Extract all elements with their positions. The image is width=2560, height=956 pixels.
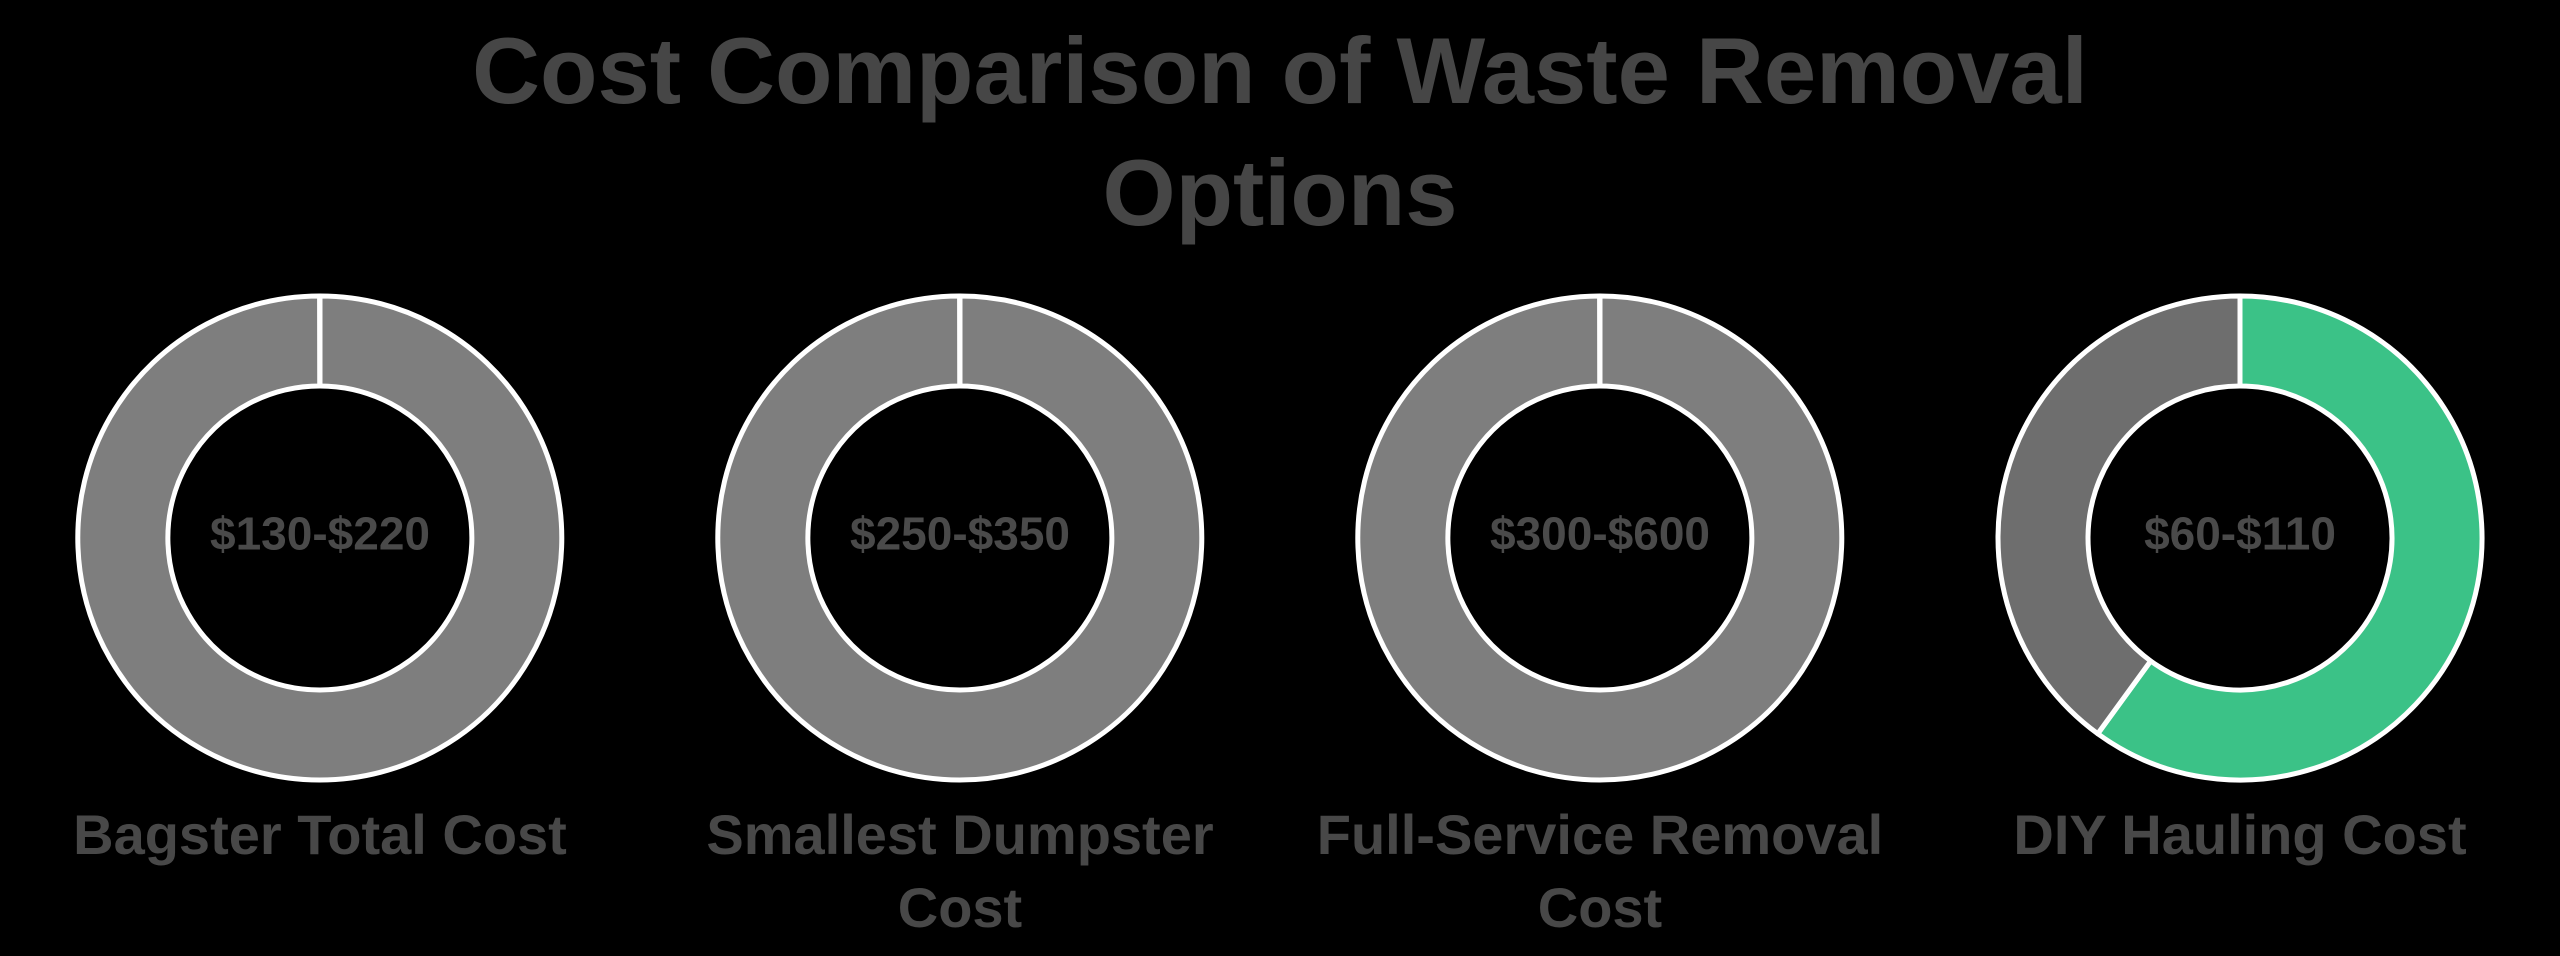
donut-label: DIY Hauling Cost: [2013, 803, 2467, 866]
donut-center-value: $130-$220: [210, 507, 430, 560]
donut-ring-wrap: $60-$110: [1990, 288, 2490, 788]
donut-center-value: $60-$110: [2144, 507, 2336, 560]
donut-ring-wrap: $300-$600: [1350, 288, 1850, 788]
donut-segment-highlight: [2095, 293, 2485, 783]
donut-chart-full-service: $300-$600 Full-Service Removal Cost: [1280, 288, 1920, 944]
donut-chart-row: $130-$220 Bagster Total Cost $250-$350 S…: [0, 288, 2560, 944]
donut-chart-bagster: $130-$220 Bagster Total Cost: [0, 288, 640, 871]
donut-segment-total: [75, 293, 565, 783]
donut-label: Bagster Total Cost: [73, 803, 567, 866]
chart-title-line2: Options: [1102, 140, 1458, 245]
donut-segment-remainder: [1995, 293, 2243, 737]
donut-segment-total: [715, 293, 1205, 783]
donut-ring-wrap: $130-$220: [70, 288, 570, 788]
donut-ring: [715, 293, 1205, 783]
donut-label: Smallest Dumpster Cost: [706, 803, 1214, 939]
donut-chart-smallest-dumpster: $250-$350 Smallest Dumpster Cost: [640, 288, 1280, 944]
donut-ring: [1355, 293, 1845, 783]
donut-ring: [75, 293, 565, 783]
donut-chart-diy-hauling: $60-$110 DIY Hauling Cost: [1920, 288, 2560, 871]
donut-center-value: $250-$350: [850, 507, 1070, 560]
donut-segment-total: [1355, 293, 1845, 783]
donut-center-value: $300-$600: [1490, 507, 1710, 560]
donut-ring-wrap: $250-$350: [710, 288, 1210, 788]
donut-label: Full-Service Removal Cost: [1316, 803, 1884, 939]
donut-ring: [1995, 293, 2485, 783]
chart-title-line1: Cost Comparison of Waste Removal: [472, 18, 2088, 123]
